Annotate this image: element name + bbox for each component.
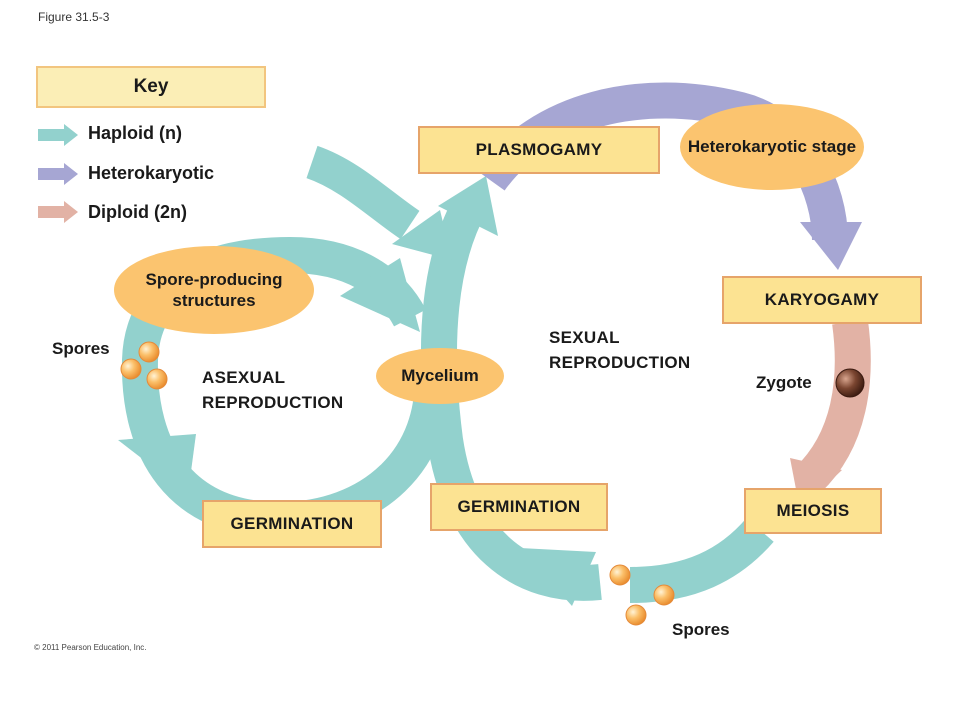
heterokaryotic-arrowhead [800,222,862,270]
spore-sexual-2 [653,584,675,606]
asexual-cycle-arrow [121,236,451,539]
germination-sexual-box: GERMINATION [430,483,608,531]
mating-arrowhead [392,210,452,260]
mycelium-oval: Mycelium [376,348,504,404]
heterokaryotic-key-arrow-icon [38,163,78,185]
spore-producing-structures-oval: Spore-producing structures [114,246,314,334]
karyogamy-box: KARYOGAMY [722,276,922,324]
germination-asexual-box: GERMINATION [202,500,382,548]
mating-type-arrow [305,145,420,240]
asexual-arrowhead-mycelium [340,258,420,332]
figure-label: Figure 31.5-3 [38,10,110,24]
key-diploid-label: Diploid (2n) [88,202,187,222]
plasmogamy-box: PLASMOGAMY [418,126,660,174]
spores-arrowhead [520,548,596,606]
spore-sexual-3 [625,604,647,626]
sexual-arrowhead-plasmogamy [438,176,498,236]
key-heterokaryotic-label: Heterokaryotic [88,163,215,183]
spore-asexual-3 [146,368,168,390]
key-haploid-label: Haploid (n) [88,123,182,143]
copyright-notice: © 2011 Pearson Education, Inc. [34,643,147,652]
key-title: Key [36,66,266,108]
haploid-key-arrow-icon [38,124,78,146]
diploid-arc [795,319,871,494]
spore-sexual-1 [609,564,631,586]
spore-asexual-2 [120,358,142,380]
asexual-arrowhead-germination [118,434,196,494]
zygote-label: Zygote [756,373,812,392]
spores-asexual-label: Spores [52,339,110,358]
sexual-haploid-arc [420,196,602,601]
meiosis-box: MEIOSIS [744,488,882,534]
spores-sexual-label: Spores [672,620,730,639]
meiosis-to-spores-arc [629,517,774,603]
asexual-reproduction-label: ASEXUAL REPRODUCTION [202,368,344,412]
heterokaryotic-stage-oval: Heterokaryotic stage [680,104,864,190]
sexual-reproduction-label: SEXUAL REPRODUCTION [549,328,691,372]
spore-asexual-1 [138,341,160,363]
zygote-cell [835,368,865,398]
diploid-key-arrow-icon [38,201,78,223]
